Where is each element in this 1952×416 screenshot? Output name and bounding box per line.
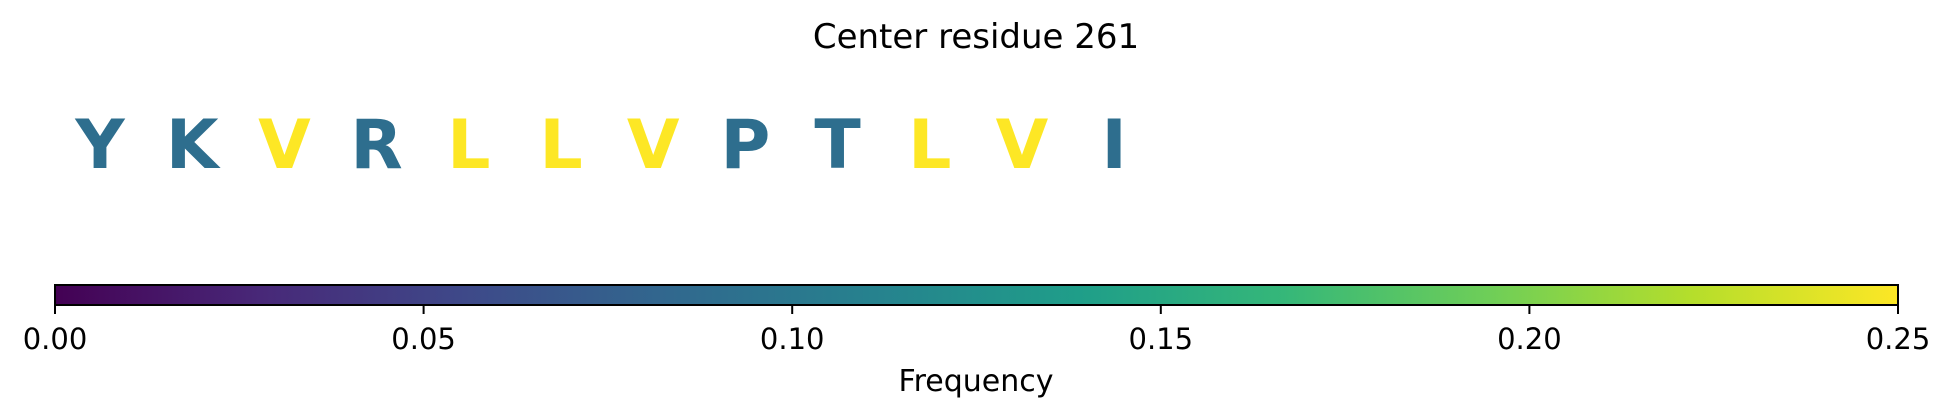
residue-letter: Y [74,106,125,185]
colorbar-ticks: 0.00 0.05 0.10 0.15 0.20 0.25 [23,305,1931,356]
residue-letter: V [996,106,1049,185]
residue-letter: I [1102,106,1127,185]
residue-letter: L [539,106,582,185]
residue-letter: R [350,106,402,185]
colorbar-tick-label: 0.15 [1129,322,1194,356]
colorbar-label: Frequency [899,364,1054,399]
colorbar-frame [54,284,1899,306]
residue-letter: L [447,106,490,185]
residue-letter: V [258,106,311,185]
colorbar-tick-label: 0.10 [760,322,825,356]
colorbar: 0.00 0.05 0.10 0.15 0.20 0.25 [23,284,1931,356]
residue-letter: V [627,106,680,185]
residue-letter: T [814,106,861,185]
colorbar-tick-label: 0.05 [391,322,456,356]
chart-title: Center residue 261 [813,17,1139,57]
colorbar-tick-label: 0.00 [23,322,88,356]
residue-letter: L [908,106,951,185]
residue-letter: K [166,106,221,185]
colorbar-gradient [55,285,1898,305]
colorbar-tick-label: 0.25 [1866,322,1931,356]
colorbar-tick-label: 0.20 [1497,322,1562,356]
residue-letter: P [720,106,770,185]
